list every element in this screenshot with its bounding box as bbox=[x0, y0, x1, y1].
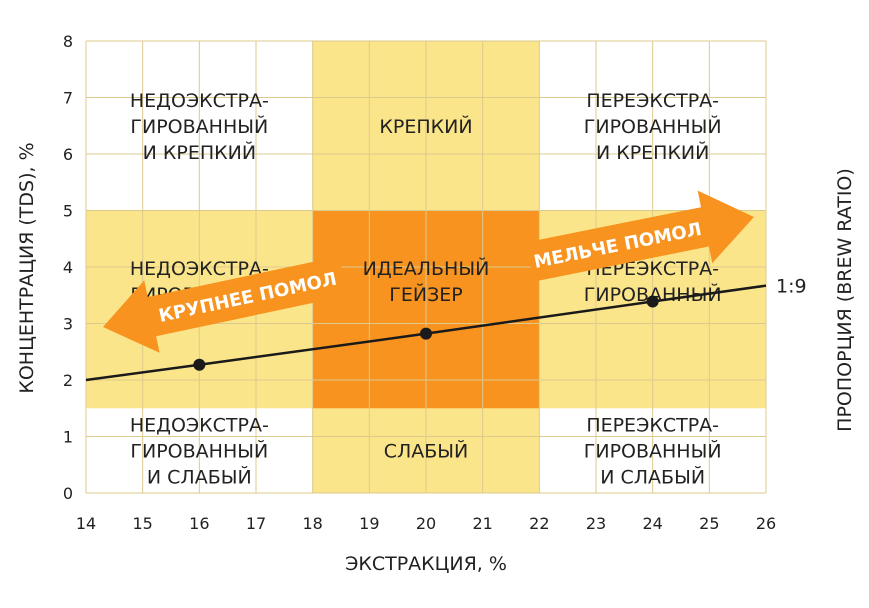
y-tick-label: 6 bbox=[63, 145, 73, 164]
region-label-under-strong: НЕДОЭКСТРА- bbox=[130, 90, 269, 112]
region-label-under-weak: И СЛАБЫЙ bbox=[147, 466, 252, 489]
series-point bbox=[193, 358, 206, 371]
series-point bbox=[420, 327, 432, 340]
arrow-coarser-shape bbox=[103, 256, 348, 353]
region-label-under-weak: НЕДОЭКСТРА- bbox=[130, 415, 269, 437]
region-label-under: НЕДОЭКСТРА- bbox=[130, 258, 269, 280]
x-tick-label: 15 bbox=[132, 514, 152, 533]
region-label-over-strong: ПЕРЕЭКСТРА- bbox=[586, 90, 719, 112]
region-label-ideal: ГЕЙЗЕР bbox=[389, 283, 462, 306]
region-label-ideal: ИДЕАЛЬНЫЙ bbox=[363, 257, 490, 280]
y-tick-label: 0 bbox=[63, 484, 73, 503]
right-axis-label: ПРОПОРЦИЯ (BREW RATIO) bbox=[834, 168, 856, 432]
x-tick-label: 19 bbox=[359, 514, 379, 533]
region-label-over-strong: И КРЕПКИЙ bbox=[596, 141, 709, 164]
x-tick-label: 25 bbox=[699, 514, 719, 533]
x-tick-label: 16 bbox=[189, 514, 209, 533]
y-tick-label: 7 bbox=[63, 89, 73, 108]
y-tick-label: 2 bbox=[63, 371, 73, 390]
series: 1:9 bbox=[85, 276, 807, 382]
x-tick-label: 18 bbox=[302, 514, 322, 533]
x-tick-label: 23 bbox=[586, 514, 606, 533]
y-tick-label: 8 bbox=[63, 32, 73, 51]
y-axis-label: КОНЦЕНТРАЦИЯ (TDS), % bbox=[16, 142, 38, 393]
region-label-over-weak: ГИРОВАННЫЙ bbox=[584, 440, 722, 463]
x-tick-label: 17 bbox=[246, 514, 266, 533]
y-tick-label: 1 bbox=[63, 428, 73, 447]
y-tick-label: 4 bbox=[63, 258, 73, 277]
x-tick-label: 21 bbox=[472, 514, 492, 533]
x-tick-label: 26 bbox=[756, 514, 776, 533]
x-tick-label: 24 bbox=[642, 514, 662, 533]
region-label-under-strong: ГИРОВАННЫЙ bbox=[130, 115, 268, 138]
region-label-under-weak: ГИРОВАННЫЙ bbox=[130, 440, 268, 463]
y-tick-label: 5 bbox=[63, 202, 73, 221]
region-label-weak: СЛАБЫЙ bbox=[384, 440, 469, 463]
region-label-over: ГИРОВАННЫЙ bbox=[584, 283, 722, 306]
series-label: 1:9 bbox=[776, 276, 807, 298]
region-labels: НЕДОЭКСТРА- ГИРОВАННЫЙ И КРЕПКИЙ КРЕПКИЙ ПЕР… bbox=[130, 90, 722, 489]
region-label-under-strong: И КРЕПКИЙ bbox=[143, 141, 256, 164]
region-label-strong: КРЕПКИЙ bbox=[379, 115, 472, 138]
region-label-over-weak: ПЕРЕЭКСТРА- bbox=[586, 415, 719, 437]
y-tick-label: 3 bbox=[63, 315, 73, 334]
region-label-over-weak: И СЛАБЫЙ bbox=[600, 466, 705, 489]
series-point bbox=[646, 295, 659, 308]
x-tick-label: 20 bbox=[416, 514, 436, 533]
arrow-finer-shape bbox=[526, 190, 754, 282]
region-label-over-strong: ГИРОВАННЫЙ bbox=[584, 115, 722, 138]
x-tick-label: 22 bbox=[529, 514, 549, 533]
x-tick-label: 14 bbox=[76, 514, 96, 533]
x-axis-label: ЭКСТРАКЦИЯ, % bbox=[345, 553, 507, 575]
